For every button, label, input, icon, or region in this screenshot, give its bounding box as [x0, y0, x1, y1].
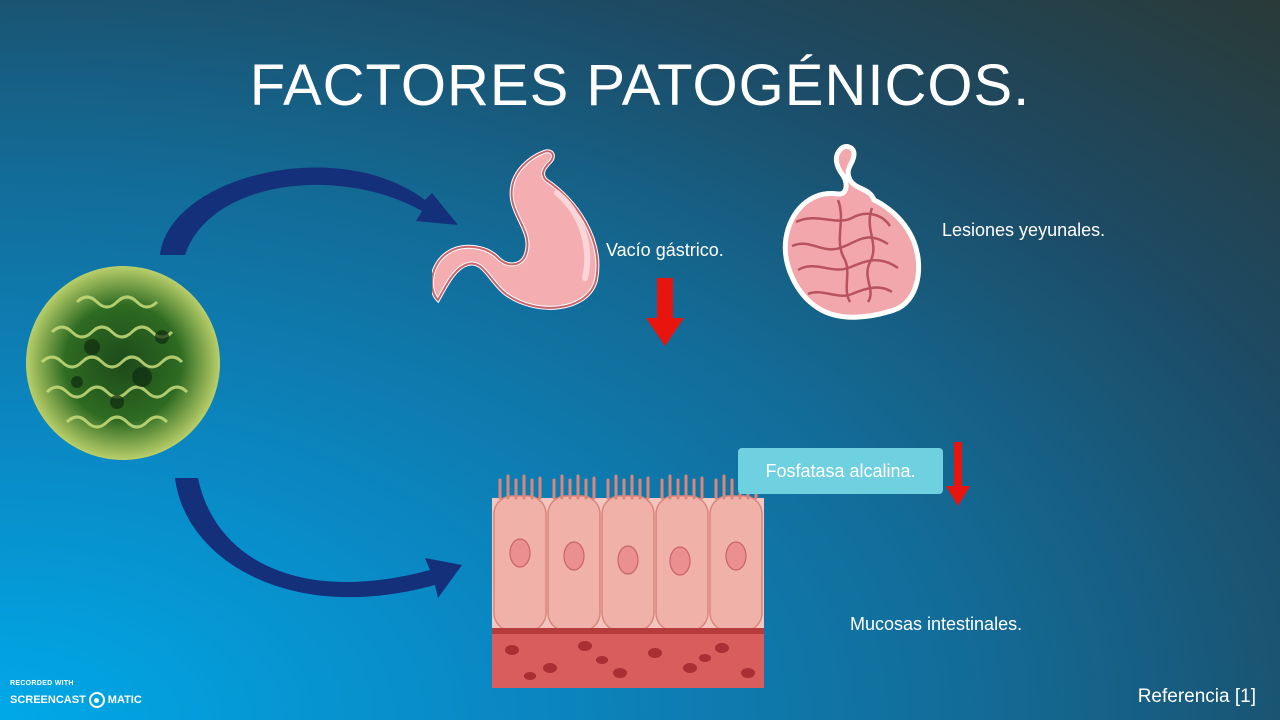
curved-arrow-top-icon: [160, 167, 458, 255]
label-mucosas-intestinales: Mucosas intestinales.: [850, 614, 1023, 634]
watermark-screencast: SCREENCAST: [10, 693, 86, 706]
watermark-matic: MATIC: [107, 693, 142, 706]
red-down-arrow-icon: [646, 278, 684, 346]
intestinal-mucosa-cells-illustration: [492, 474, 764, 688]
fosfatasa-alcalina-callout: Fosfatasa alcalina.: [738, 448, 943, 494]
label-lesiones-yeyunales: Lesiones yeyunales.: [942, 220, 1106, 240]
red-down-arrow-small-icon: [946, 442, 970, 506]
virus-particle-image: [26, 266, 220, 460]
slide-title: FACTORES PATOGÉNICOS.: [249, 53, 1031, 118]
screencast-logo-icon: [88, 692, 105, 708]
screencast-watermark: RECORDED WITH SCREENCAST MATIC: [10, 680, 142, 708]
label-vacio-gastrico: Vacío gástrico.: [606, 240, 724, 260]
reference-link[interactable]: Referencia [1]: [1137, 686, 1256, 707]
stomach-illustration: [432, 149, 600, 310]
small-intestine-illustration: [782, 144, 922, 320]
watermark-line1: RECORDED WITH: [10, 680, 74, 687]
curved-arrow-bottom-icon: [175, 478, 462, 598]
